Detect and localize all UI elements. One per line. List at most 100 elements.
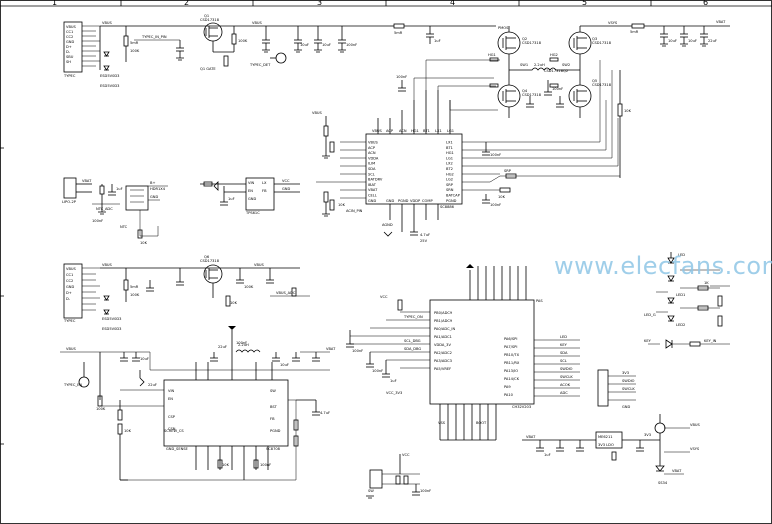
svg-text:KEY: KEY — [644, 339, 652, 343]
svg-text:GND: GND — [150, 195, 158, 199]
ic-pin-right: PGND — [446, 199, 457, 203]
svg-text:VCC: VCC — [402, 453, 410, 457]
ic-right-wires — [462, 173, 530, 191]
sense-resistor-top: 5mR 1uF — [390, 23, 496, 44]
svg-text:100nF: 100nF — [372, 369, 383, 373]
ic-pin-left: IBAT — [368, 183, 377, 187]
svg-text:ESD5V0D3: ESD5V0D3 — [100, 74, 119, 78]
buck-ground-wire — [120, 399, 297, 481]
power-ic-left-pins: VBUSACPACNVDDAILIMSDASCLBATDRVIBATVBATCE… — [368, 141, 383, 203]
svg-text:D+: D+ — [66, 291, 72, 295]
svg-text:10uF: 10uF — [140, 357, 149, 361]
svg-text:VBAT: VBAT — [672, 469, 682, 473]
svg-text:VIN: VIN — [168, 389, 175, 393]
gate-resistors-q1: 100K Q1 GATE — [200, 26, 248, 71]
svg-text:BT1: BT1 — [423, 129, 430, 133]
svg-text:CC2: CC2 — [66, 35, 73, 39]
cap-top-1 — [176, 40, 184, 58]
svg-text:HG2: HG2 — [550, 53, 558, 57]
svg-text:Q3: Q3 — [592, 37, 597, 41]
svg-text:BOOT: BOOT — [476, 421, 487, 425]
svg-text:100K: 100K — [238, 39, 248, 43]
vbus-wire-top — [99, 25, 200, 70]
svg-text:100K: 100K — [130, 49, 140, 53]
caps-mid: 100K 10K VBUS_ADC — [225, 268, 310, 307]
svg-text:PA3/ADC3: PA3/ADC3 — [434, 359, 452, 363]
svg-text:4.7uF: 4.7uF — [420, 233, 430, 237]
svg-text:LIPO-2P: LIPO-2P — [62, 200, 77, 204]
svg-text:1uF: 1uF — [434, 39, 441, 43]
svg-text:22uF: 22uF — [708, 39, 717, 43]
svg-text:PB11/RX: PB11/RX — [504, 361, 520, 365]
cc-resistors-mid: 5mR 100K — [123, 268, 184, 302]
svg-text:10K: 10K — [230, 301, 238, 305]
svg-text:GND: GND — [66, 285, 74, 289]
mcu-bottom-pins: VSS BOOT — [438, 404, 497, 440]
svg-text:Q2: Q2 — [522, 37, 527, 41]
svg-text:CSD17318: CSD17318 — [522, 93, 542, 97]
mosfet-q1: Q1 CSD17318 — [200, 14, 226, 42]
col-label-3: 3 — [317, 0, 322, 7]
svg-text:CSD17318Q2: CSD17318Q2 — [544, 69, 568, 73]
svg-text:2.2uH: 2.2uH — [238, 343, 249, 347]
ic-pin-right: LX1 — [446, 141, 453, 145]
svg-text:100nF: 100nF — [346, 43, 357, 47]
svg-text:SWCLK: SWCLK — [622, 387, 635, 391]
ic-left-wires — [340, 141, 366, 199]
key-switch: KEY KEY_IN — [644, 339, 730, 349]
svg-text:GND_SENSE: GND_SENSE — [166, 447, 189, 451]
svg-text:100nF: 100nF — [260, 463, 271, 467]
svg-text:100nF: 100nF — [396, 75, 407, 79]
svg-text:ACN: ACN — [399, 129, 407, 133]
svg-text:VBUS: VBUS — [66, 267, 77, 271]
q-small-top: TYPEC_DET — [249, 52, 287, 67]
svg-text:KEY_IN: KEY_IN — [704, 339, 717, 343]
ic-pin-left: SCL — [368, 172, 375, 176]
svg-text:TYPEC_ON: TYPEC_ON — [403, 315, 423, 319]
svg-text:ADC: ADC — [560, 391, 568, 395]
mcu-top-pins: PAS — [466, 264, 543, 303]
cc-resistors: 5mR 100K — [123, 26, 140, 62]
svg-text:VDDP: VDDP — [410, 199, 421, 203]
svg-text:SH: SH — [66, 60, 71, 64]
battery-protection: 1uF NTC_ADC 100nF — [92, 184, 123, 223]
svg-text:EN: EN — [168, 397, 173, 401]
svg-text:5mR: 5mR — [130, 41, 139, 45]
tp-label-1: TYPEC_IN_PIN — [141, 35, 167, 39]
ic-pin-right: SRP — [446, 183, 454, 187]
buck-inductor: 2.2uH — [235, 343, 261, 353]
svg-text:SS34: SS34 — [658, 481, 668, 485]
svg-text:100nF: 100nF — [552, 87, 563, 91]
caps-out: 10uF 10uF 22uF — [660, 26, 717, 44]
svg-text:VSS: VSS — [438, 421, 446, 425]
buck-caps: 10uF 22uF 10uF — [120, 345, 320, 367]
svg-text:100nF: 100nF — [352, 349, 363, 353]
lipo-connector: LIPO-2P VBAT — [62, 177, 92, 204]
caps-vbus: 10uF 10uF 100nF — [262, 26, 357, 50]
svg-text:ESD5V0D3: ESD5V0D3 — [102, 317, 121, 321]
svg-text:4.7uF: 4.7uF — [320, 411, 330, 415]
col-label-5: 5 — [582, 0, 587, 7]
svg-text:NTC_ADC: NTC_ADC — [96, 207, 113, 211]
swd-header: 3V3 SWDIO SWCLK GND — [597, 369, 636, 409]
svg-text:VBAT: VBAT — [82, 179, 92, 183]
svg-text:PA10: PA10 — [504, 393, 514, 397]
svg-text:LX1: LX1 — [435, 129, 442, 133]
ic-pin-left: VBUS — [368, 141, 379, 145]
gate-drive-wires-2 — [462, 60, 619, 167]
svg-text:PA13/IO: PA13/IO — [504, 369, 518, 373]
svg-text:HDR1X4: HDR1X4 — [150, 187, 166, 191]
svg-text:10K: 10K — [338, 203, 346, 207]
feedback-divider: 10K — [617, 70, 632, 178]
svg-text:10K: 10K — [140, 241, 148, 245]
svg-text:VDDA_3V: VDDA_3V — [434, 343, 451, 347]
svg-text:10uF: 10uF — [300, 43, 309, 47]
svg-text:3V3 LDO: 3V3 LDO — [598, 443, 614, 447]
svg-text:SW: SW — [270, 389, 276, 393]
svg-text:SCL_DBG: SCL_DBG — [404, 339, 421, 343]
svg-text:PGND: PGND — [270, 429, 281, 433]
